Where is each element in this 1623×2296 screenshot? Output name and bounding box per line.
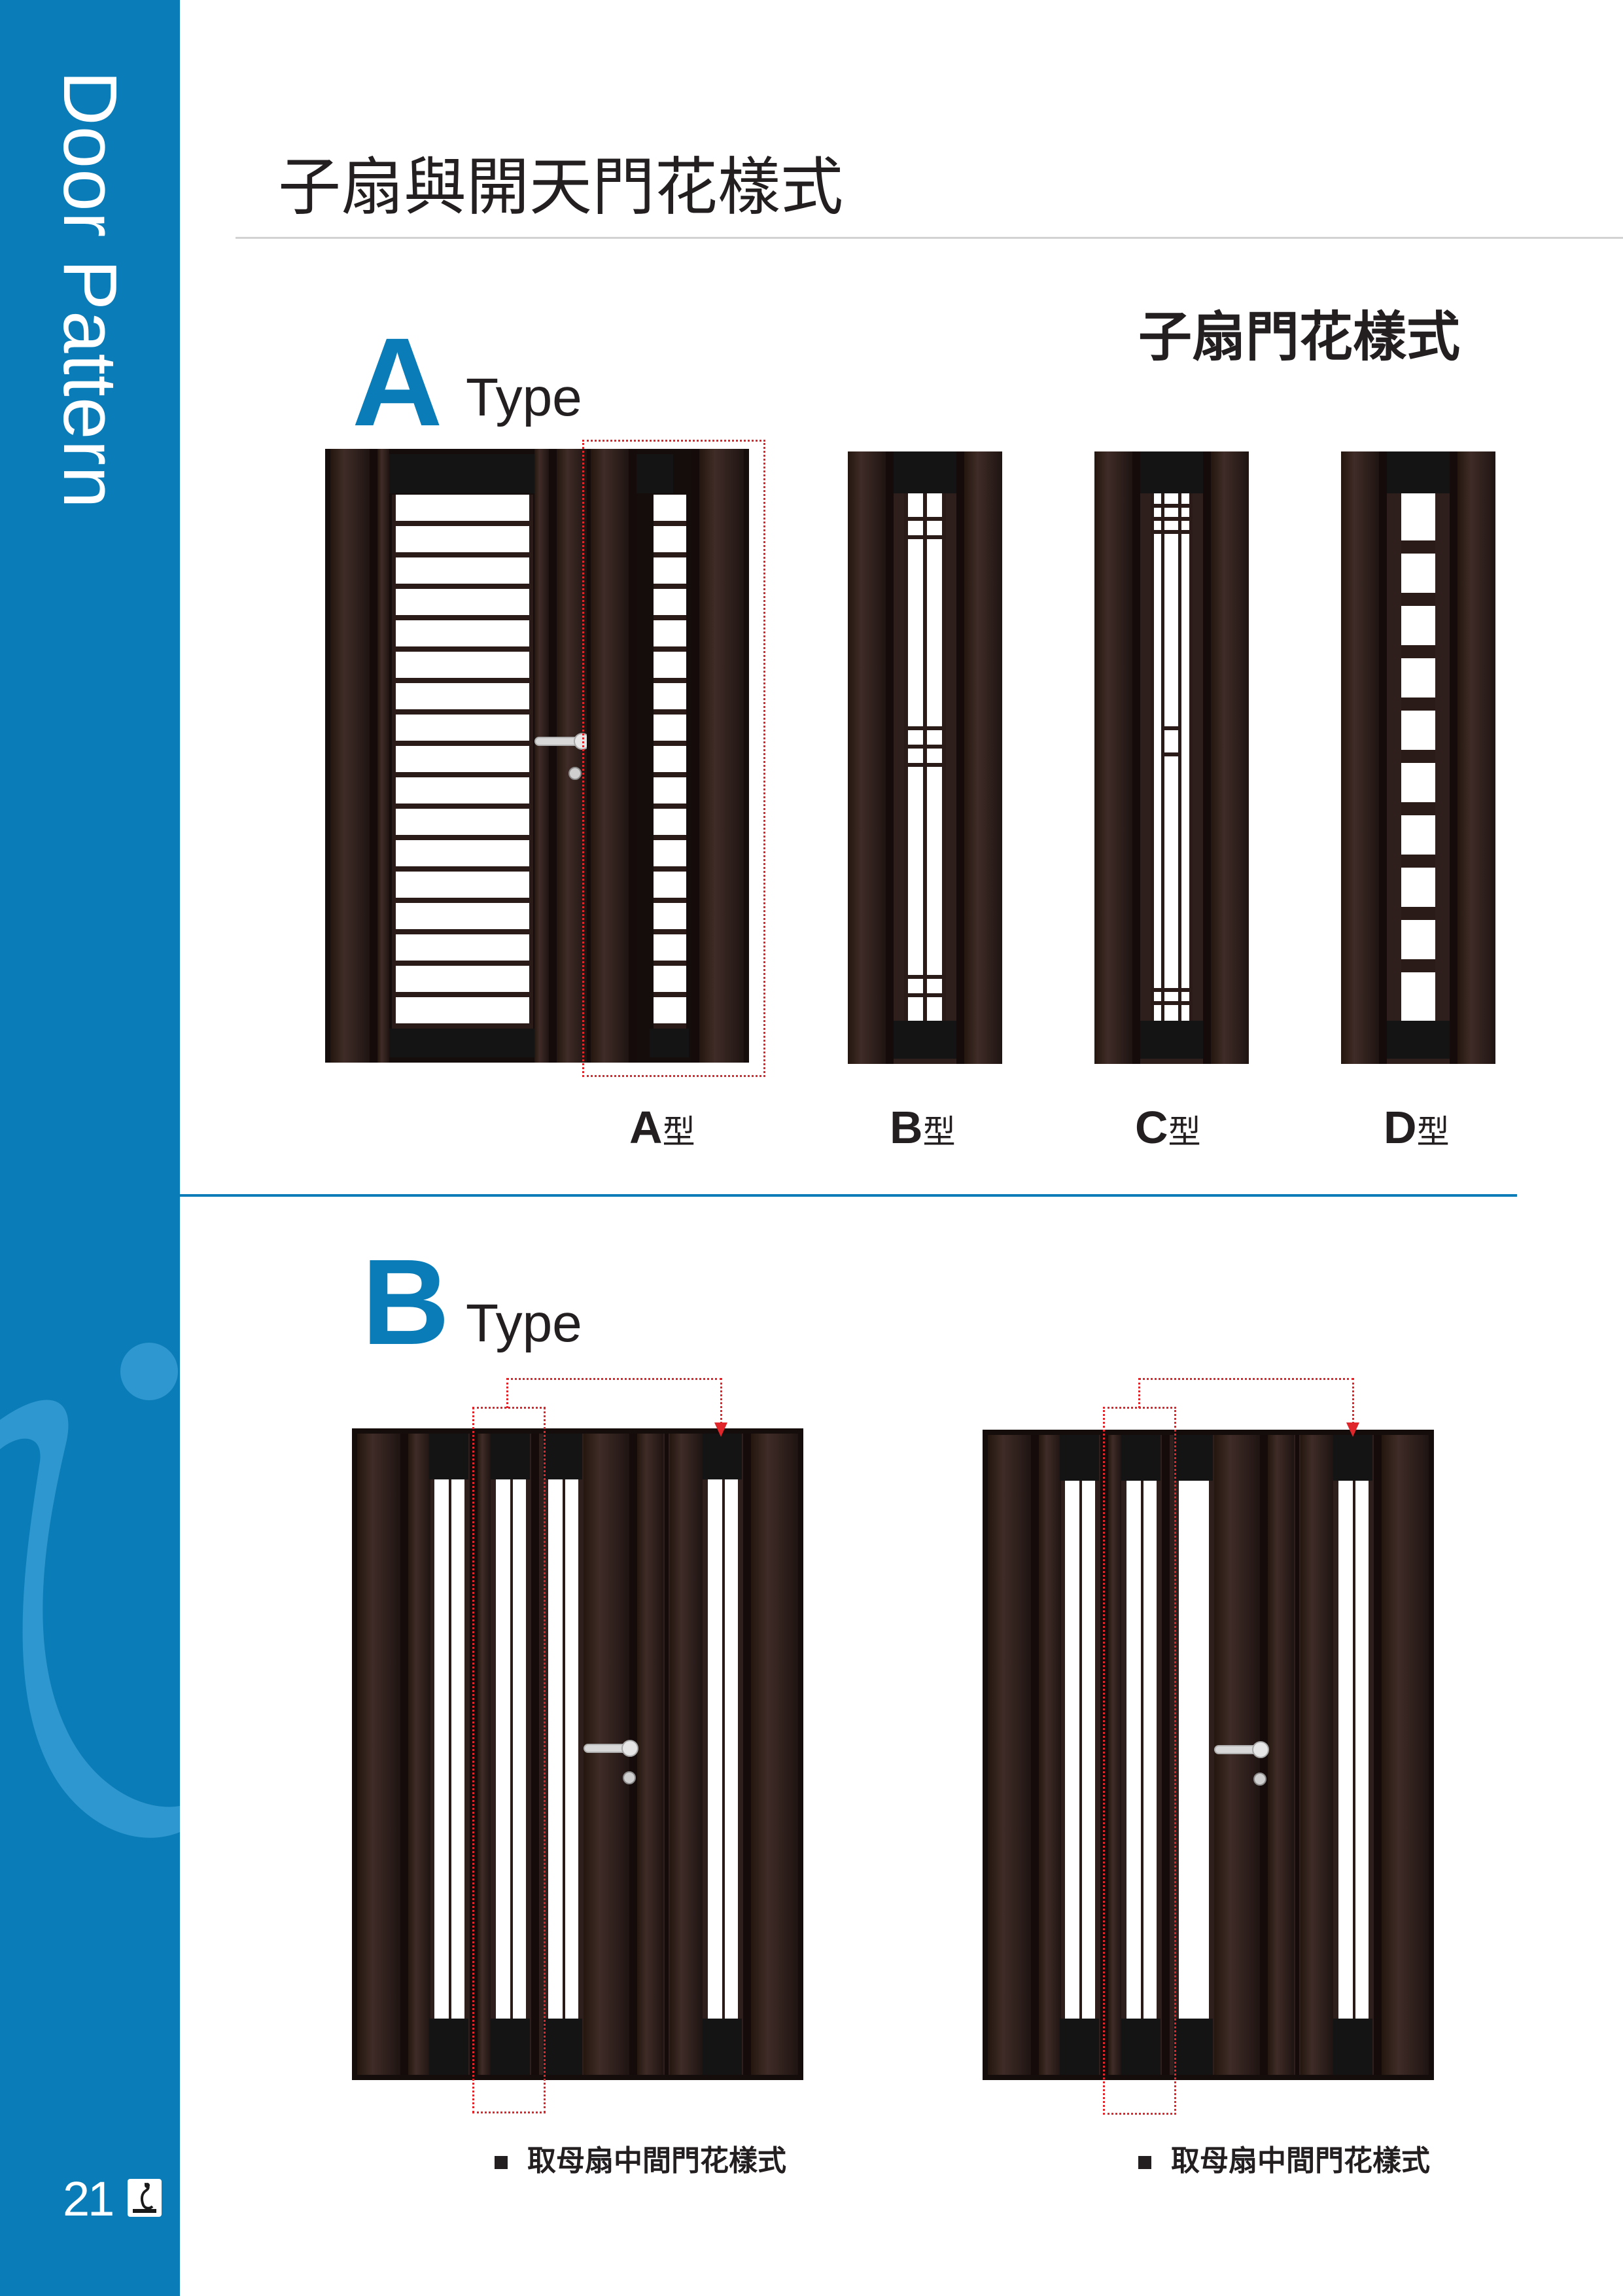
square-bullet-icon xyxy=(495,2156,508,2169)
decorative-swoosh xyxy=(0,1343,180,1838)
door-b-wing xyxy=(848,451,1002,1064)
company-logo-icon xyxy=(128,2179,162,2217)
title-divider xyxy=(236,237,1623,239)
wing-pattern-subtitle: 子扇門花樣式 xyxy=(1138,306,1461,368)
arrow-down-icon xyxy=(1346,1422,1359,1437)
door-d-wing xyxy=(1341,451,1495,1064)
highlight-wing-a xyxy=(582,440,765,1077)
door-label-b: B型 xyxy=(890,1102,956,1153)
door-label-a: A型 xyxy=(629,1102,695,1153)
page-number: 21 xyxy=(63,2172,114,2226)
section-divider xyxy=(180,1194,1517,1197)
door-a-double xyxy=(325,449,749,1063)
door-label-d: D型 xyxy=(1384,1102,1450,1153)
square-bullet-icon xyxy=(1138,2156,1151,2169)
caption-right: 取母扇中間門花樣式 xyxy=(1138,2137,1430,2179)
door-label-c: C型 xyxy=(1135,1102,1201,1153)
type-b-word: Type xyxy=(466,1294,582,1353)
caption-left: 取母扇中間門花樣式 xyxy=(495,2137,786,2179)
door-c-wing xyxy=(1094,451,1249,1064)
type-a-letter: A xyxy=(352,311,443,452)
sidebar-title: Door Pattern xyxy=(48,71,133,509)
door-b-type-left xyxy=(352,1428,803,2080)
page-title: 子扇與開天門花樣式 xyxy=(278,150,843,224)
type-a-word: Type xyxy=(466,368,582,427)
sidebar: Door Pattern 21 xyxy=(0,0,180,2296)
highlight-middle-pattern-right xyxy=(1103,1407,1176,2115)
door-b-type-right xyxy=(983,1430,1434,2080)
arrow-down-icon xyxy=(714,1422,727,1437)
highlight-middle-pattern-left xyxy=(472,1407,546,2113)
type-b-letter: B xyxy=(362,1235,450,1370)
